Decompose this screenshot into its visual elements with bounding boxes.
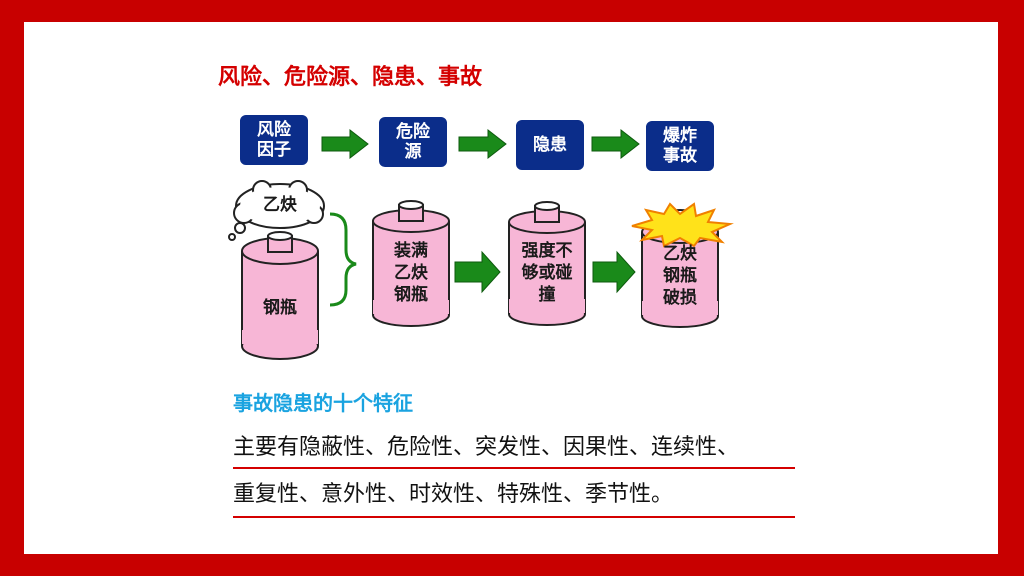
cylinder-full-acetylene [372,200,450,327]
flow-arrow-3 [591,128,640,160]
underline-1 [233,467,795,469]
flow-arrow-2 [458,128,507,160]
underline-2 [233,516,795,518]
explosion-burst [631,202,734,248]
cylinder-arrow-1 [454,250,501,294]
features-heading: 事故隐患的十个特征 [233,391,413,415]
cylinder-label-insufficient-strength: 强度不 够或碰 撞 [521,241,573,305]
cylinder-steel-bottle [241,231,319,360]
cylinder-label-full-acetylene: 装满 乙炔 钢瓶 [394,241,428,305]
page-title: 风险、危险源、隐患、事故 [218,65,483,90]
flow-arrow-1 [321,128,369,160]
flow-step-explosion-accident: 爆炸 事故 [646,121,714,171]
flow-step-risk-factor: 风险 因子 [240,115,308,165]
cylinder-label-steel-bottle: 钢瓶 [263,298,297,318]
flow-step-hazard-source: 危险 源 [379,117,447,167]
cloud-label: 乙炔 [263,195,297,215]
features-line-1: 主要有隐蔽性、危险性、突发性、因果性、连续性、 [233,435,740,460]
cylinder-insufficient-strength [508,201,586,326]
cylinder-arrow-2 [592,250,636,294]
flow-step-hidden-danger: 隐患 [516,120,584,170]
features-line-2: 重复性、意外性、时效性、特殊性、季节性。 [233,482,674,507]
curly-brace [329,212,357,307]
thought-cloud-inner [240,187,320,225]
cylinder-label-broken: 乙炔 钢瓶 破损 [663,244,697,308]
